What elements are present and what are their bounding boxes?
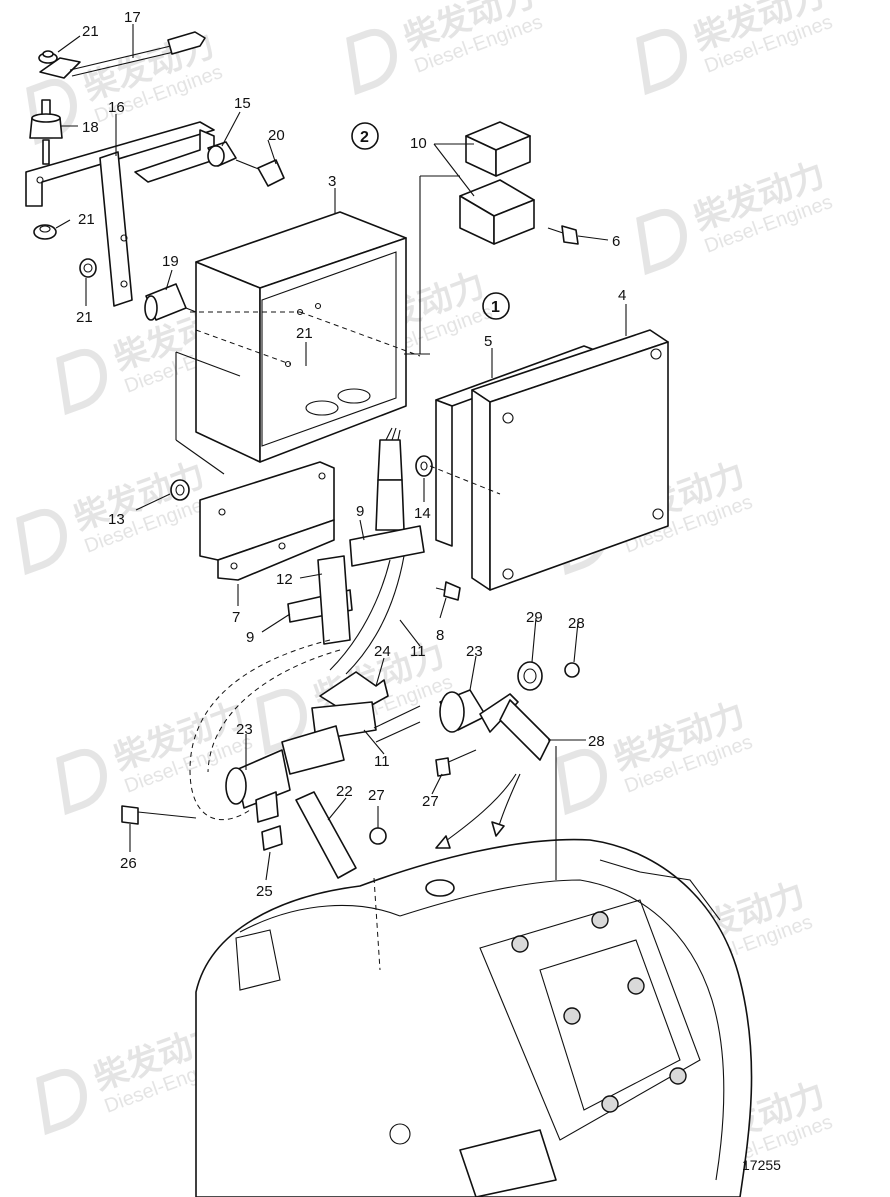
watermark-logo-icon: [36, 1069, 87, 1136]
watermark-logo-icon: [556, 749, 607, 816]
callout-label: 6: [612, 233, 620, 250]
flywheel-housing-part: [195, 838, 753, 1197]
callout-label: 29: [526, 609, 543, 626]
callout-labels: 21 17 18 16 15 20 21 21 19 3 10 6 21 4 5…: [76, 9, 626, 900]
callout-label: 25: [256, 883, 273, 900]
callout-label: 28: [568, 615, 585, 632]
leader-lines: [55, 24, 627, 881]
callout-label: 19: [162, 253, 179, 270]
callout-label: 21: [78, 211, 95, 228]
callout-label: 10: [410, 135, 427, 152]
watermark-logo-icon: [636, 209, 687, 276]
callout-label: 20: [268, 127, 285, 144]
callout-label: 4: [618, 287, 626, 304]
watermark-logo-icon: [636, 29, 687, 96]
callout-label: 11: [410, 643, 426, 660]
flexible-conduit-part: [189, 555, 405, 820]
callout-label: 22: [336, 783, 353, 800]
callout-label: 21: [82, 23, 99, 40]
callout-label: 5: [484, 333, 492, 350]
callout-label: 18: [82, 119, 99, 136]
callout-label: 21: [296, 325, 313, 342]
callout-label: 14: [414, 505, 431, 522]
connector-plug-part: [144, 283, 197, 321]
callout-label: 28: [588, 733, 605, 750]
callout-label: 9: [246, 629, 254, 646]
ground-strap-part: [38, 31, 206, 79]
callout-label: 7: [232, 609, 240, 626]
view-label-2: 2: [351, 122, 379, 150]
svg-text:1: 1: [491, 299, 500, 316]
direction-arrows: [373, 746, 557, 971]
watermark-logo-icon: [56, 749, 107, 816]
callout-label: 27: [422, 793, 439, 810]
callout-label: 12: [276, 571, 293, 588]
callout-label: 21: [76, 309, 93, 326]
drawing-number: 17255: [742, 1157, 781, 1173]
watermark-logo-icon: [56, 349, 107, 416]
callout-label: 23: [236, 721, 253, 738]
callout-label: 17: [124, 9, 141, 26]
callout-label: 27: [368, 787, 385, 804]
lower-connector-assembly-part: [121, 661, 580, 879]
callout-label: 23: [466, 643, 483, 660]
callout-label: 11: [374, 753, 390, 770]
control-unit-part: [435, 329, 669, 591]
mounting-plate-part: [199, 461, 335, 581]
callout-label: 8: [436, 627, 444, 644]
callout-label: 13: [108, 511, 125, 528]
mounting-bracket-part: [25, 121, 215, 307]
watermark-logo-icon: [16, 509, 67, 576]
relay-part: [459, 121, 579, 245]
rubber-mount-part: [29, 99, 63, 165]
svg-text:2: 2: [360, 129, 369, 146]
callout-label: 24: [374, 643, 391, 660]
grommet-part: [170, 455, 433, 501]
assembly-guide-lines: [175, 175, 501, 495]
cable-gland-part: [287, 427, 461, 645]
watermark-logo-icon: [346, 29, 397, 96]
view-label-1: 1: [482, 292, 510, 320]
callout-label: 26: [120, 855, 137, 872]
callout-label: 3: [328, 173, 336, 190]
callout-label: 16: [108, 99, 125, 116]
callout-label: 15: [234, 95, 251, 112]
spacer-and-screw-part: [207, 141, 285, 187]
callout-label: 9: [356, 503, 364, 520]
